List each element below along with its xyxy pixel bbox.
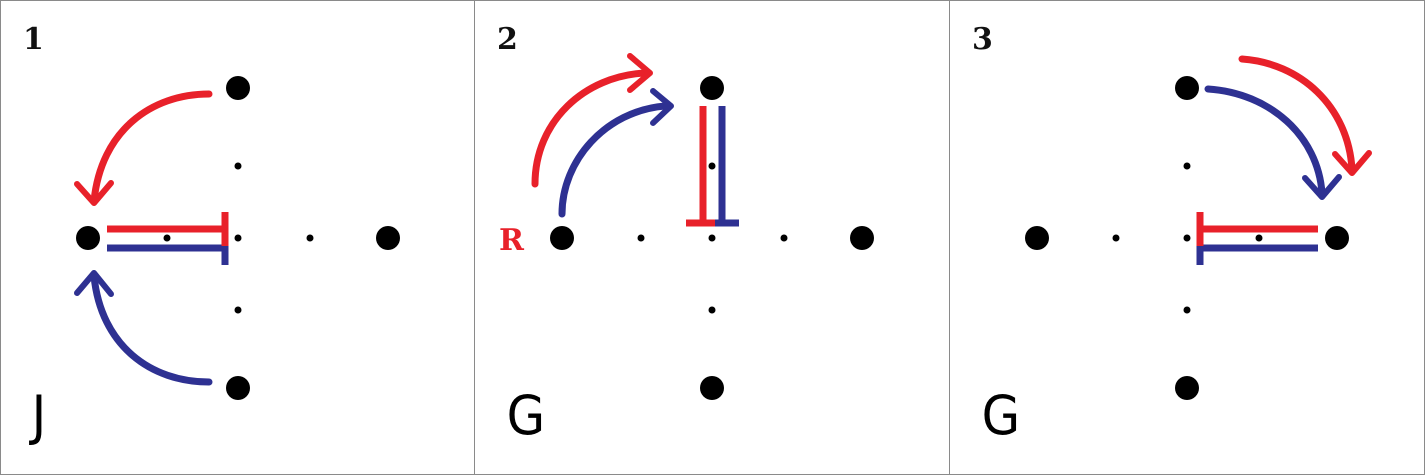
red-arrowhead <box>1332 150 1372 176</box>
small-dot <box>234 162 242 170</box>
large-dot <box>700 376 724 400</box>
large-dot <box>1325 226 1349 250</box>
panel-3-diagram <box>1025 55 1372 400</box>
red-curved-arrow <box>90 90 213 205</box>
large-dot <box>700 76 724 100</box>
side-label: R <box>499 223 525 258</box>
panel-2: 2 G R <box>475 0 950 475</box>
panel-number: 3 <box>972 22 993 57</box>
small-dot <box>708 306 716 314</box>
panel-1-diagram <box>74 76 400 400</box>
blue-arrowhead <box>650 88 674 126</box>
panel-2-diagram: R <box>499 53 874 400</box>
panel-letter: G <box>981 384 1021 447</box>
small-dot <box>1112 234 1120 242</box>
small-dot <box>1183 162 1191 170</box>
red-curved-arrow <box>531 69 649 188</box>
small-dot <box>708 234 716 242</box>
panel-number: 1 <box>23 22 44 57</box>
blue-curved-arrow <box>1204 85 1326 197</box>
panel-3: 3 G <box>950 0 1425 475</box>
red-curved-arrow <box>1238 55 1356 173</box>
panel-1: 1 J <box>0 0 475 475</box>
blue-arrowhead <box>1302 174 1342 200</box>
small-dot <box>1183 234 1191 242</box>
panel-letter: G <box>506 384 546 447</box>
large-dot <box>226 376 250 400</box>
small-dot <box>1255 234 1263 242</box>
large-dot <box>76 226 100 250</box>
small-dot <box>163 234 171 242</box>
blue-curved-arrow <box>90 272 213 386</box>
small-dot <box>234 234 242 242</box>
large-dot <box>1025 226 1049 250</box>
blue-arrowhead <box>74 270 114 297</box>
blue-curved-arrow <box>558 102 669 218</box>
large-dot <box>850 226 874 250</box>
large-dot <box>376 226 400 250</box>
red-arrowhead <box>74 180 114 206</box>
large-dot <box>226 76 250 100</box>
large-dot <box>1175 376 1199 400</box>
small-dot <box>1183 306 1191 314</box>
panel-number: 2 <box>497 22 518 57</box>
small-dot <box>780 234 788 242</box>
panel-letter: J <box>31 384 47 447</box>
small-dot <box>234 306 242 314</box>
small-dot <box>306 234 314 242</box>
small-dot <box>637 234 645 242</box>
large-dot <box>1175 76 1199 100</box>
red-arrowhead <box>627 53 653 93</box>
small-dot <box>708 162 716 170</box>
large-dot <box>550 226 574 250</box>
